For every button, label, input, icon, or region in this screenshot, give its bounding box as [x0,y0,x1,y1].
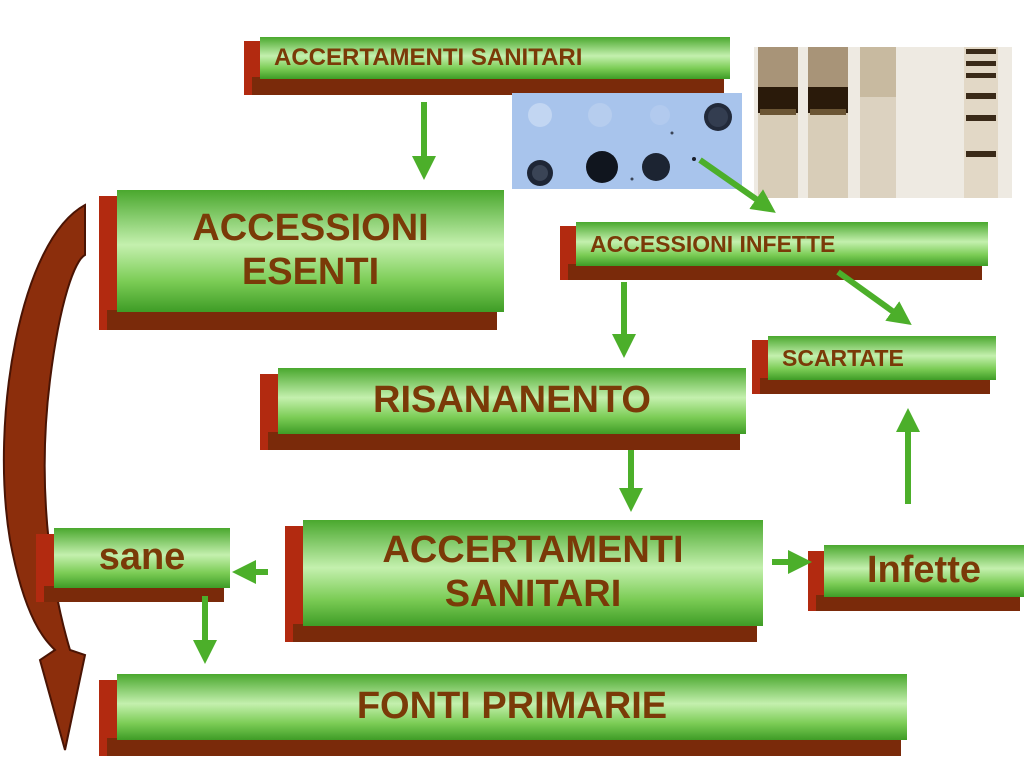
accessioni-infette-box: ACCESSIONI INFETTE [560,222,988,280]
accertamenti-sanitari-top-label: ACCERTAMENTI SANITARI [260,37,730,79]
accertamenti-mid-line2: SANITARI [444,573,622,615]
accessioni-infette-label: ACCESSIONI INFETTE [576,222,988,266]
dot-blot-photo [512,93,742,189]
scartate-box: SCARTATE [752,336,996,394]
accertamenti-mid-line1: ACCERTAMENTI [382,529,684,572]
accessioni-esenti-line1: ACCESSIONI [192,207,429,250]
risanamento-box: RISANANENTO [260,368,746,450]
scartate-label: SCARTATE [768,336,996,380]
accessioni-esenti-label: ACCESSIONI ESENTI [117,190,504,312]
accertamenti-sanitari-mid-box: ACCERTAMENTI SANITARI [285,520,763,642]
arrow-infette-to-scartate [836,269,912,326]
accertamenti-sanitari-mid-label: ACCERTAMENTI SANITARI [303,520,763,626]
electrophoresis-gel-photo [754,47,1012,198]
fonti-primarie-label: FONTI PRIMARIE [117,674,907,740]
accertamenti-sanitari-top-box: ACCERTAMENTI SANITARI [244,37,730,95]
sane-box: sane [36,528,230,602]
sane-label: sane [54,528,230,588]
risanamento-label: RISANANENTO [278,368,746,434]
arrow-blot-to-infette [698,157,776,213]
accessioni-esenti-box: ACCESSIONI ESENTI [99,190,504,330]
infette-box: Infette [808,545,1024,611]
accessioni-esenti-line2: ESENTI [241,251,380,293]
fonti-primarie-box: FONTI PRIMARIE [99,674,907,756]
infette-label: Infette [824,545,1024,597]
